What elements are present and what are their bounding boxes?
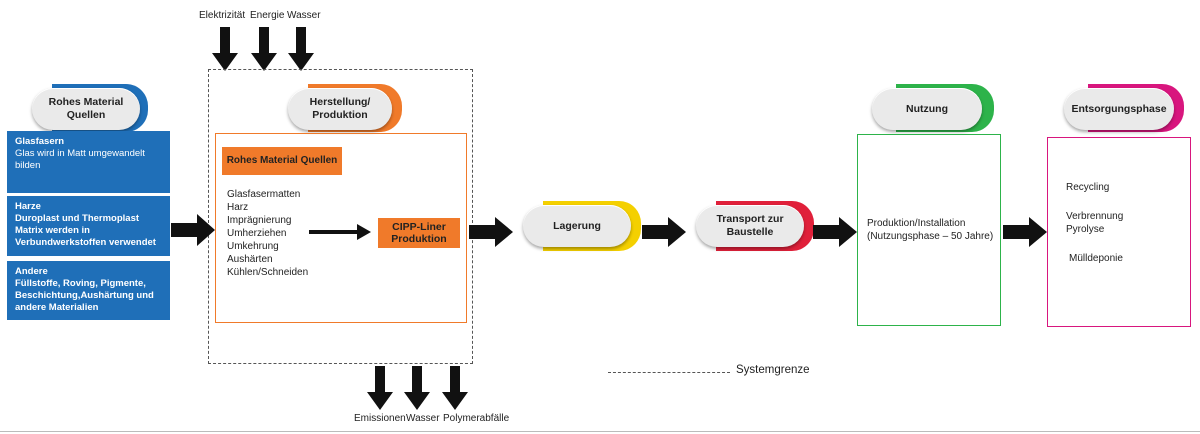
input-label-electricity: Elektrizität (199, 10, 246, 21)
flow-arrow-transport-to-use (813, 217, 857, 247)
box-text: Glas wird in Matt umgewandelt bilden (15, 148, 145, 171)
disposal-title: Entsorgungsphase (1064, 88, 1174, 130)
input-label-energy: Energie (250, 10, 285, 21)
box-heading: Harze (15, 201, 41, 212)
input-arrow-water (288, 27, 314, 71)
box-heading: Glasfasern (15, 136, 65, 147)
production-step: Glasfasermatten (227, 189, 301, 200)
bottom-divider (0, 431, 1200, 432)
production-title: Herstellung/ Produktion (288, 88, 392, 130)
input-arrow-electricity (212, 27, 238, 71)
disposal-item: Recycling (1066, 182, 1110, 193)
raw-material-box-other: Andere Füllstoffe, Roving, Pigmente, Bes… (7, 261, 170, 320)
inner-arrow (309, 224, 371, 240)
raw-material-title: Rohes Material Quellen (32, 88, 140, 130)
box-text: Duroplast und Thermoplast Matrix werden … (15, 213, 156, 248)
output-arrow-water (404, 366, 430, 410)
output-label-water: Wasser (406, 413, 440, 424)
disposal-item: Pyrolyse (1066, 224, 1105, 235)
legend-dash-line (608, 372, 730, 373)
production-step: Imprägnierung (227, 215, 292, 226)
production-pill: Herstellung/ Produktion (280, 84, 404, 132)
production-subtitle: Rohes Material Quellen (222, 147, 342, 175)
use-box (857, 134, 1001, 326)
transport-title: Transport zur Baustelle (696, 205, 804, 247)
disposal-box (1047, 137, 1191, 327)
production-step: Umherziehen (227, 228, 287, 239)
flow-arrow-storage-to-transport (642, 217, 686, 247)
disposal-item: Verbrennung (1066, 211, 1124, 222)
use-text: Produktion/Installation (Nutzungsphase –… (867, 218, 994, 242)
box-heading: Andere (15, 266, 48, 277)
box-text: Füllstoffe, Roving, Pigmente, Beschichtu… (15, 278, 154, 313)
raw-material-box-glass: Glasfasern Glas wird in Matt umgewandelt… (7, 131, 170, 193)
raw-material-pill: Rohes Material Quellen (22, 84, 152, 132)
use-pill: Nutzung (866, 84, 996, 132)
flow-arrow-raw-to-production (171, 214, 215, 246)
output-label-polymer-waste: Polymerabfälle (443, 413, 510, 424)
disposal-pill: Entsorgungsphase (1058, 84, 1186, 132)
use-title: Nutzung (872, 88, 982, 130)
output-arrow-emissions (367, 366, 393, 410)
production-step: Harz (227, 202, 249, 213)
storage-title: Lagerung (523, 205, 631, 247)
disposal-item: Mülldeponie (1069, 253, 1123, 264)
production-steps: Glasfasermatten Harz Imprägnierung Umher… (227, 188, 308, 279)
raw-material-box-resin: Harze Duroplast und Thermoplast Matrix w… (7, 196, 170, 256)
legend-system-boundary-label: Systemgrenze (736, 364, 810, 376)
storage-pill: Lagerung (515, 201, 641, 251)
output-arrow-polymer-waste (442, 366, 468, 410)
output-label-emissions: Emissionen (354, 413, 406, 424)
flow-arrow-production-to-storage (469, 217, 513, 247)
cipp-liner-result: CIPP-Liner Produktion (378, 218, 460, 248)
input-arrow-energy (251, 27, 277, 71)
input-label-water: Wasser (287, 10, 321, 21)
production-step: Umkehrung (227, 241, 279, 252)
production-step: Kühlen/Schneiden (227, 267, 309, 278)
production-step: Aushärten (227, 254, 273, 265)
transport-pill: Transport zur Baustelle (688, 201, 814, 251)
system-boundary-box (208, 69, 473, 364)
production-box (215, 133, 467, 323)
flow-arrow-use-to-disposal (1003, 217, 1047, 247)
